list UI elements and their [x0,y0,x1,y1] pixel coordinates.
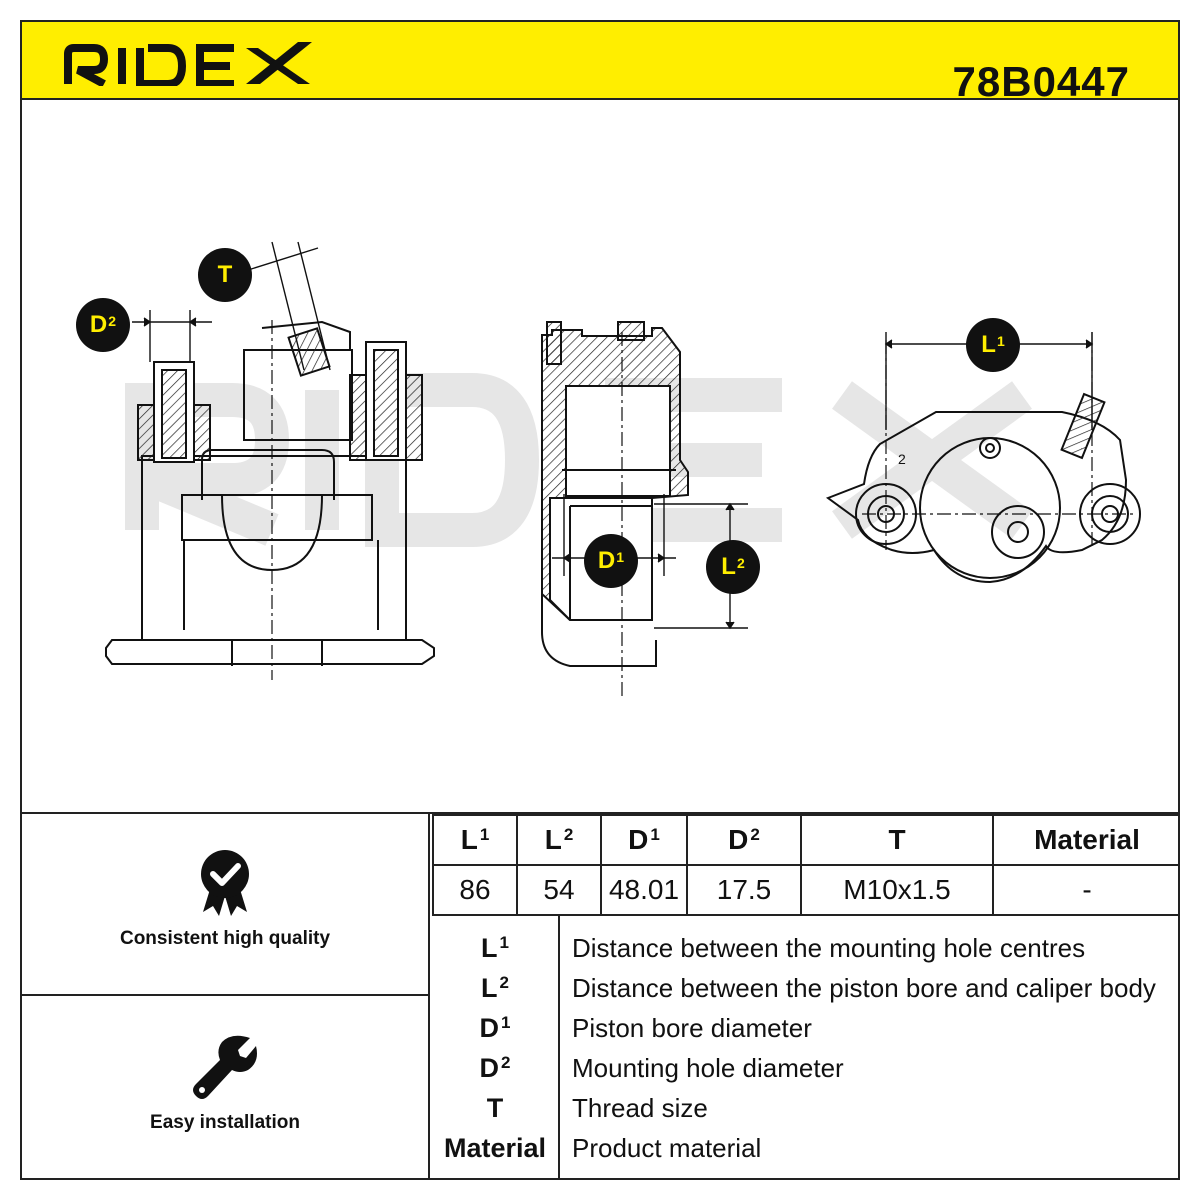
section-divider [20,812,1180,814]
ridex-logo [64,42,312,86]
legend-row: Material Product material [432,1128,1180,1168]
dimension-label-l2-text: L [721,553,736,580]
spec-value-l1: 86 [432,864,518,916]
legend-description: Distance between the piston bore and cal… [572,972,1156,1003]
header-bar: 78B0447 [20,20,1180,105]
spec-value-material: - [992,864,1180,916]
dimension-label-d2-text: D [89,311,108,338]
legend-description: Mounting hole diameter [572,1052,844,1083]
dimension-label-t: T [198,248,252,302]
dimension-label-l1-sup: 1 [996,333,1005,349]
legend-description: Piston bore diameter [572,1012,812,1043]
svg-text:2: 2 [898,451,906,467]
dimension-label-d1-sup: 1 [616,549,625,565]
spec-header-material: Material [992,814,1180,866]
dimension-label-d1-text: D [597,547,616,574]
legend-description: Product material [572,1132,762,1163]
feature-panel: Consistent high quality Easy installatio… [20,812,430,1180]
dimension-label-l1-text: L [981,331,996,358]
spec-value-d2: 17.5 [686,864,802,916]
legend-description: Distance between the mounting hole centr… [572,932,1086,963]
spec-header-t: T [800,814,994,866]
legend-key: Material [443,1132,547,1163]
wrench-icon [193,1035,257,1099]
dimension-label-t-text: T [217,261,233,288]
legend-key: T [486,1092,504,1123]
feature-quality-label: Consistent high quality [119,928,331,949]
feature-installation-label: Easy installation [150,1112,300,1133]
legend-separator [558,916,560,1180]
spec-value-row: 86 54 48.01 17.5 M10x1.5 - [432,864,1180,916]
quality-badge-icon [201,850,249,916]
spec-value-d1: 48.01 [600,864,688,916]
caliper-drawing: 2 [105,241,1141,700]
dimension-label-l2-sup: 2 [736,555,745,571]
caliper-side-view: 2 [825,332,1141,584]
dimension-label-d2-sup: 2 [108,313,117,329]
feature-installation: Easy installation [20,996,430,1180]
caliper-front-view [105,320,435,680]
part-number: 78B0447 [952,58,1130,105]
legend-description: Thread size [572,1092,708,1123]
spec-value-l2: 54 [516,864,602,916]
feature-quality: Consistent high quality [20,812,430,996]
spec-value-t: M10x1.5 [800,864,994,916]
legend-row: T Thread size [432,1088,1180,1128]
